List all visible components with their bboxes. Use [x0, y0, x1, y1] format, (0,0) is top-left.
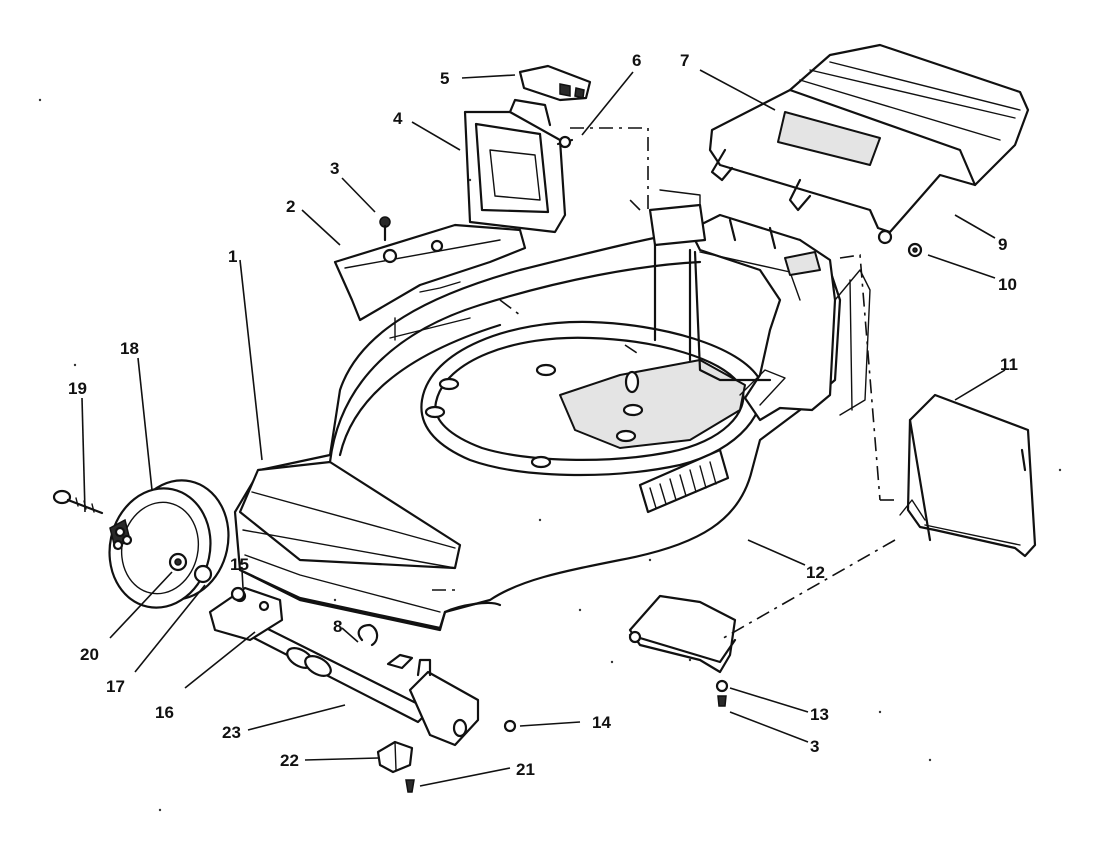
callout-15: 15 [230, 555, 249, 574]
callout-7: 7 [680, 51, 689, 70]
part-8-clip [357, 623, 414, 670]
part-7-rear-cover [708, 43, 1030, 245]
scan-specks [38, 98, 1062, 812]
callout-21: 21 [516, 760, 535, 779]
part-5-clip [518, 64, 592, 102]
callout-17: 17 [106, 677, 125, 696]
part-11-side-cover [899, 393, 1037, 558]
part-20-hub [168, 552, 188, 572]
callout-22: 22 [280, 751, 299, 770]
callout-20: 20 [80, 645, 99, 664]
assembly-lines [432, 127, 896, 641]
callout-5: 5 [440, 69, 449, 88]
callout-10: 10 [998, 275, 1017, 294]
part-3-bolt [379, 216, 391, 242]
mower-deck [233, 189, 871, 632]
callout-3: 3 [330, 159, 339, 178]
part-19-bolt [52, 489, 104, 515]
part-15-nut [230, 586, 246, 602]
callout-3b: 3 [810, 737, 819, 756]
part-16-bracket [208, 586, 284, 642]
part-10-nut [907, 242, 923, 258]
callout-11: 11 [1000, 355, 1018, 374]
callout-18: 18 [120, 339, 139, 358]
leader-lines [81, 69, 1006, 787]
part-18-wheel [108, 479, 230, 609]
callout-6: 6 [632, 51, 641, 70]
callout-4: 4 [393, 109, 403, 128]
callout-19: 19 [68, 379, 87, 398]
callout-13: 13 [810, 705, 829, 724]
part-6-pin [556, 135, 574, 149]
callout-12: 12 [806, 563, 825, 582]
callout-23: 23 [222, 723, 241, 742]
part-21-screw [405, 779, 415, 793]
callout-1: 1 [228, 247, 237, 266]
callout-14: 14 [592, 713, 611, 732]
callout-16: 16 [155, 703, 174, 722]
part-17-washer [193, 564, 213, 584]
chamber-bolts [424, 363, 644, 469]
part-14-rear-bracket [408, 658, 517, 747]
part-13-bracket [628, 594, 737, 693]
part-4-chute-frame [463, 98, 567, 234]
part-22-cap [376, 740, 414, 774]
callout-8: 8 [333, 617, 342, 636]
callout-labels: 1 2 3 4 5 6 7 8 9 10 11 12 13 3 14 15 16… [68, 51, 1018, 779]
deck-vents [638, 448, 730, 514]
callout-9: 9 [998, 235, 1007, 254]
callout-2: 2 [286, 197, 295, 216]
part-2-deflector-plate [333, 223, 527, 341]
part-3-bolt-lower [717, 695, 727, 707]
